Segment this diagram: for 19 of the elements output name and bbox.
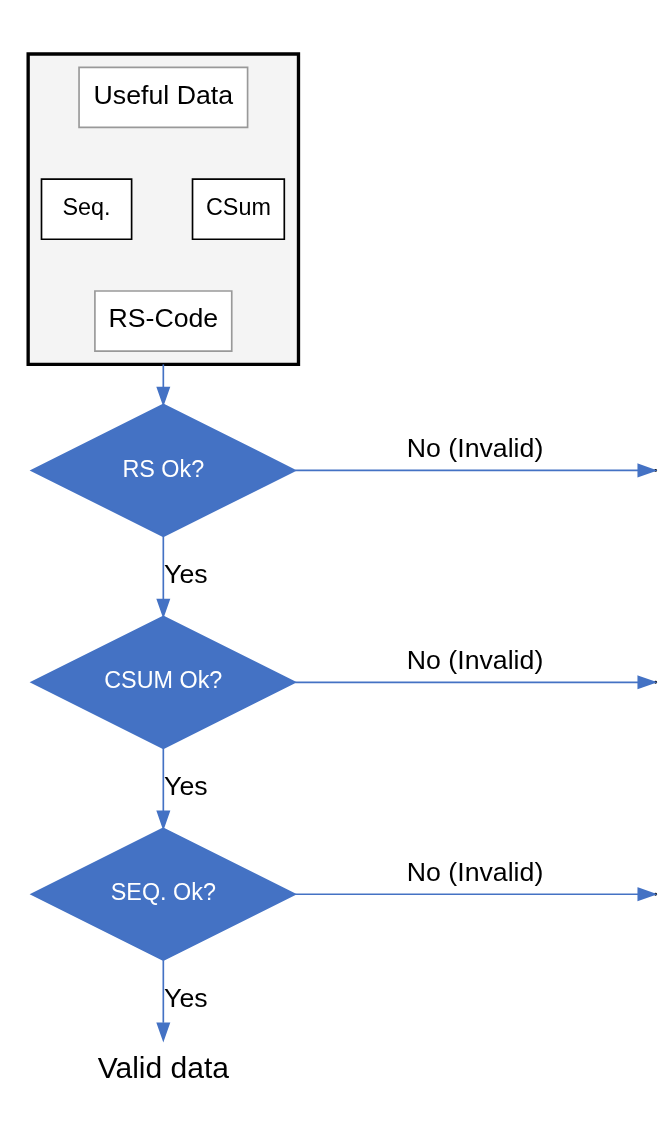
node-box: CSum [191, 177, 286, 240]
node-box: Useful Data [78, 66, 249, 128]
node-diamond: SEQ. Ok? [29, 826, 297, 961]
node-text: Valid data [97, 1050, 229, 1084]
edge-label: No (Invalid) [406, 856, 544, 887]
arrow [156, 958, 171, 1042]
node-diamond: CSUM Ok? [29, 614, 297, 749]
node-box: Seq. [40, 177, 133, 240]
cluster [26, 51, 301, 366]
node-box: RS-Code [94, 289, 233, 352]
edge-label: No (Invalid) [406, 432, 544, 463]
edge-label: Yes [164, 770, 208, 801]
edge-label: Yes [164, 982, 208, 1013]
arrow [156, 363, 171, 407]
edge-label: Yes [164, 558, 208, 589]
arrow [156, 746, 171, 831]
edge-label: No (Invalid) [406, 644, 544, 675]
arrow [156, 535, 171, 619]
node-diamond: RS Ok? [29, 403, 297, 537]
